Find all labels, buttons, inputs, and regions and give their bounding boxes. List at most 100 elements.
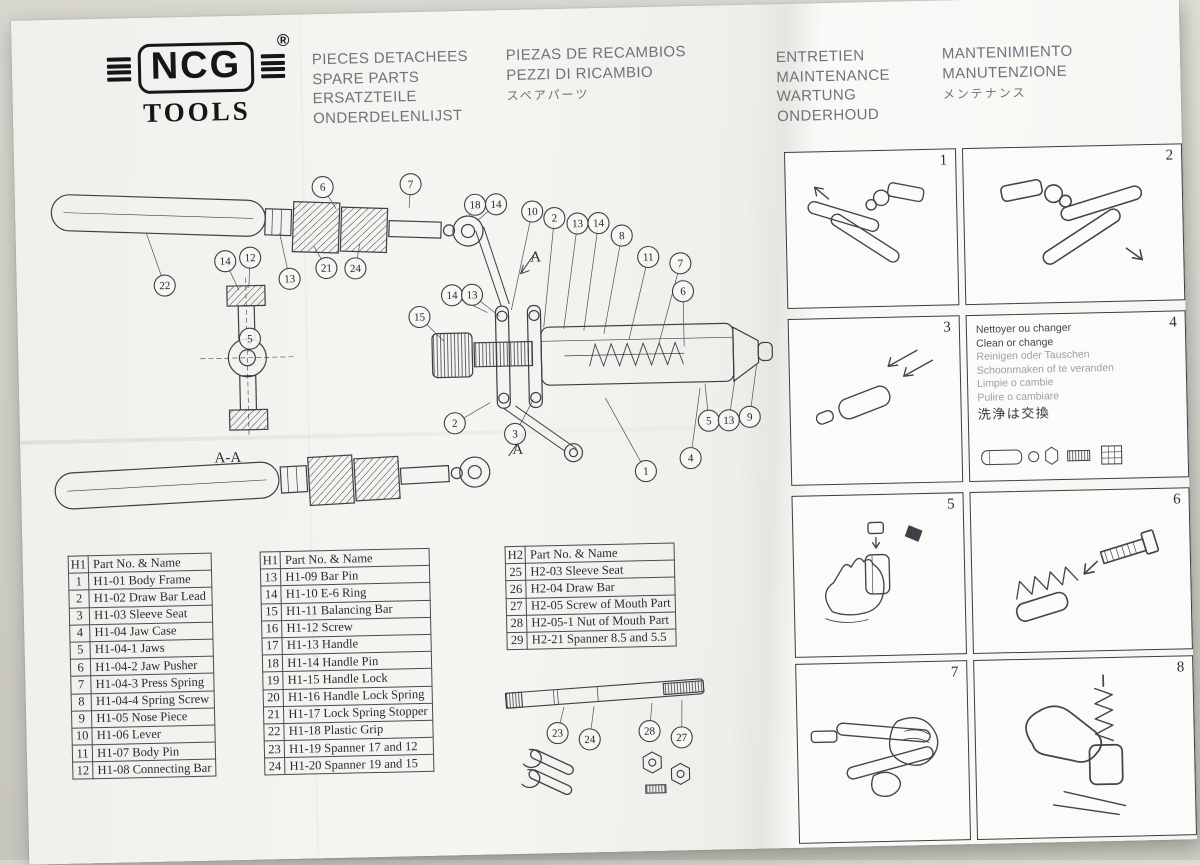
draw-bar-line-art bbox=[504, 678, 705, 796]
section-view-label: A bbox=[530, 249, 541, 265]
maintenance-panel-1: 1 bbox=[783, 148, 960, 309]
callout-circle bbox=[311, 176, 334, 199]
callout-number: 24 bbox=[350, 263, 362, 275]
maintenance-panel-5: 5 bbox=[791, 492, 967, 658]
logo-flourish-left bbox=[106, 57, 132, 82]
parts-table-header: H2 bbox=[505, 546, 526, 564]
logo-subtitle: TOOLS bbox=[142, 95, 252, 128]
logo-flourish-right bbox=[260, 53, 286, 79]
part-index: 23 bbox=[264, 740, 285, 759]
callout-number: 13 bbox=[466, 289, 478, 301]
part-name: H1-08 Connecting Bar bbox=[92, 759, 217, 780]
maintenance-illustration bbox=[1000, 178, 1143, 265]
part-index: 9 bbox=[71, 710, 93, 729]
callout-number: 10 bbox=[527, 206, 539, 218]
maintenance-illustration bbox=[810, 717, 939, 798]
callout-circle bbox=[399, 173, 422, 196]
callout-leader-line bbox=[563, 223, 578, 329]
maintenance-panel-3: 3 bbox=[787, 315, 964, 486]
callout-circle bbox=[278, 267, 301, 290]
part-index: 3 bbox=[69, 607, 90, 625]
part-index: 15 bbox=[261, 603, 282, 621]
callout-circle bbox=[638, 720, 661, 743]
callout-number: 15 bbox=[414, 311, 426, 323]
callout-circle bbox=[679, 447, 702, 470]
callout-circle bbox=[587, 212, 610, 235]
section-view-label: A bbox=[512, 442, 523, 458]
callout-number: 2 bbox=[452, 418, 458, 430]
callout-number: 13 bbox=[723, 415, 735, 427]
part-index: 2 bbox=[68, 590, 90, 608]
callout-circle bbox=[443, 412, 466, 435]
part-index: 11 bbox=[72, 744, 93, 763]
callout-leader-line bbox=[628, 256, 649, 340]
parts-table-header: H1 bbox=[260, 551, 281, 570]
callout-circle bbox=[669, 252, 692, 275]
part-index: 25 bbox=[505, 563, 527, 582]
header-line: MANUTENZIONE bbox=[942, 62, 1068, 83]
header-line: スペアパーツ bbox=[506, 87, 590, 104]
callout-number: 5 bbox=[706, 415, 712, 427]
callout-leader-line bbox=[690, 387, 701, 459]
maintenance-illustration bbox=[1015, 529, 1160, 622]
part-index: 27 bbox=[506, 597, 527, 616]
part-index: 4 bbox=[69, 624, 91, 643]
brand-logo: NCG ® TOOLS bbox=[95, 31, 297, 130]
header-maintenance-2: MANTENIMIENTO MANUTENZIONE メンテナンス bbox=[942, 42, 1074, 105]
maintenance-illustration bbox=[825, 521, 923, 623]
callout-number: 5 bbox=[247, 333, 253, 345]
callout-leader-line bbox=[603, 235, 623, 335]
part-index: 17 bbox=[261, 637, 283, 656]
part-index: 5 bbox=[70, 641, 91, 660]
callout-number: 24 bbox=[584, 734, 596, 746]
callout-number: 11 bbox=[643, 251, 654, 263]
part-index: 8 bbox=[71, 693, 92, 711]
callout-number: 4 bbox=[688, 453, 694, 465]
callout-circle bbox=[671, 280, 695, 303]
part-index: 6 bbox=[70, 658, 92, 677]
callout-circle bbox=[504, 422, 527, 445]
callout-circle bbox=[153, 274, 176, 297]
callout-circle bbox=[610, 224, 633, 247]
callout-circle bbox=[637, 245, 660, 269]
header-line: ONDERHOUD bbox=[777, 105, 880, 125]
callout-circle bbox=[214, 250, 237, 273]
callout-number: 14 bbox=[220, 256, 232, 268]
parts-table-header: H1 bbox=[68, 555, 89, 574]
callout-number: 14 bbox=[446, 290, 458, 302]
callout-circle bbox=[315, 256, 338, 280]
callout-circle bbox=[239, 246, 262, 269]
maintenance-illustration bbox=[815, 349, 934, 425]
callout-circle bbox=[670, 726, 693, 749]
callout-number: 6 bbox=[680, 286, 686, 298]
callout-number: 3 bbox=[512, 428, 518, 440]
header-line: WARTUNG bbox=[776, 86, 857, 106]
part-index: 7 bbox=[70, 676, 92, 694]
callout-circle bbox=[543, 206, 566, 230]
callout-circle bbox=[460, 283, 484, 306]
callout-number: 2 bbox=[551, 213, 557, 225]
callout-circle bbox=[521, 200, 544, 223]
maintenance-illustration bbox=[807, 182, 925, 263]
header-line: MAINTENANCE bbox=[776, 66, 891, 86]
part-index: 16 bbox=[261, 620, 283, 638]
section-aa-label: A-A bbox=[214, 450, 241, 467]
callout-circle bbox=[408, 305, 431, 329]
part-index: 24 bbox=[264, 757, 286, 776]
header-line: ONDERDELENLIJST bbox=[312, 106, 463, 127]
callout-number: 22 bbox=[159, 280, 170, 292]
maintenance-panel-2: 2 bbox=[961, 143, 1186, 306]
maintenance-panel-6: 6 bbox=[969, 487, 1193, 655]
callout-number: 23 bbox=[552, 728, 564, 740]
logo-text: NCG bbox=[137, 41, 255, 94]
callout-circle bbox=[238, 327, 261, 350]
